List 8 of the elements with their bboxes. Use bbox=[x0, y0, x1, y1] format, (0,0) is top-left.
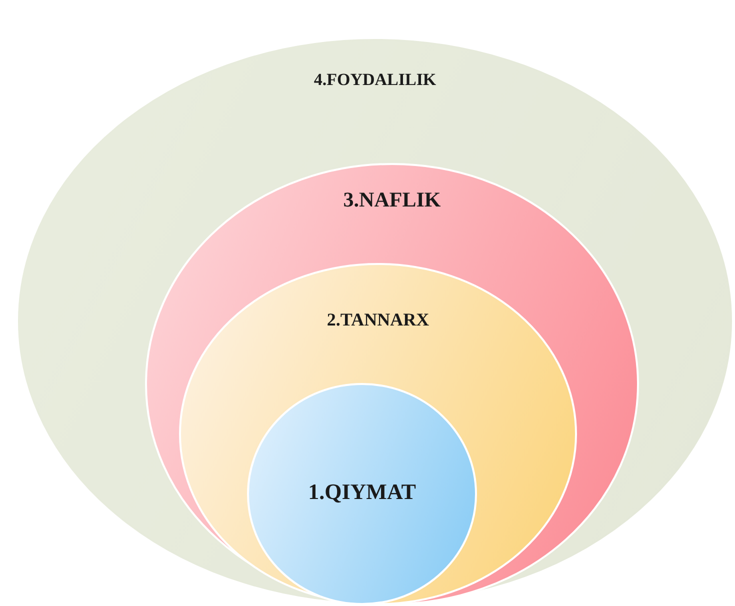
layer-label: 1.QIYMAT bbox=[308, 479, 416, 505]
ellipse-layer bbox=[145, 163, 639, 605]
ellipse-layer bbox=[16, 37, 734, 605]
layer-label: 4.FOYDALILIK bbox=[314, 70, 436, 90]
ellipse-layer bbox=[179, 263, 577, 605]
layer-label: 3.NAFLIK bbox=[343, 188, 441, 212]
layer-label: 2.TANNARX bbox=[326, 310, 430, 330]
ellipse-layer bbox=[247, 383, 477, 605]
